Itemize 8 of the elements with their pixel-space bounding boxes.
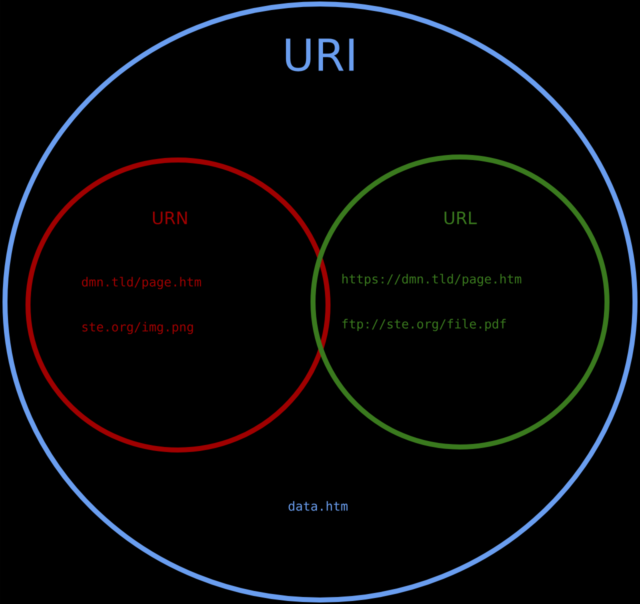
example-text: data.htm — [288, 501, 348, 511]
example-text: ste.org/img.png — [82, 322, 193, 334]
set-label: URN — [153, 212, 187, 224]
example-text: dmn.tld/page.htm — [82, 276, 201, 290]
set-label: URL — [444, 212, 477, 224]
set-label: URI — [286, 38, 354, 72]
example-text: ftp://ste.org/file.pdf — [342, 318, 506, 332]
example-text: https://dmn.tld/page.htm — [342, 274, 522, 286]
